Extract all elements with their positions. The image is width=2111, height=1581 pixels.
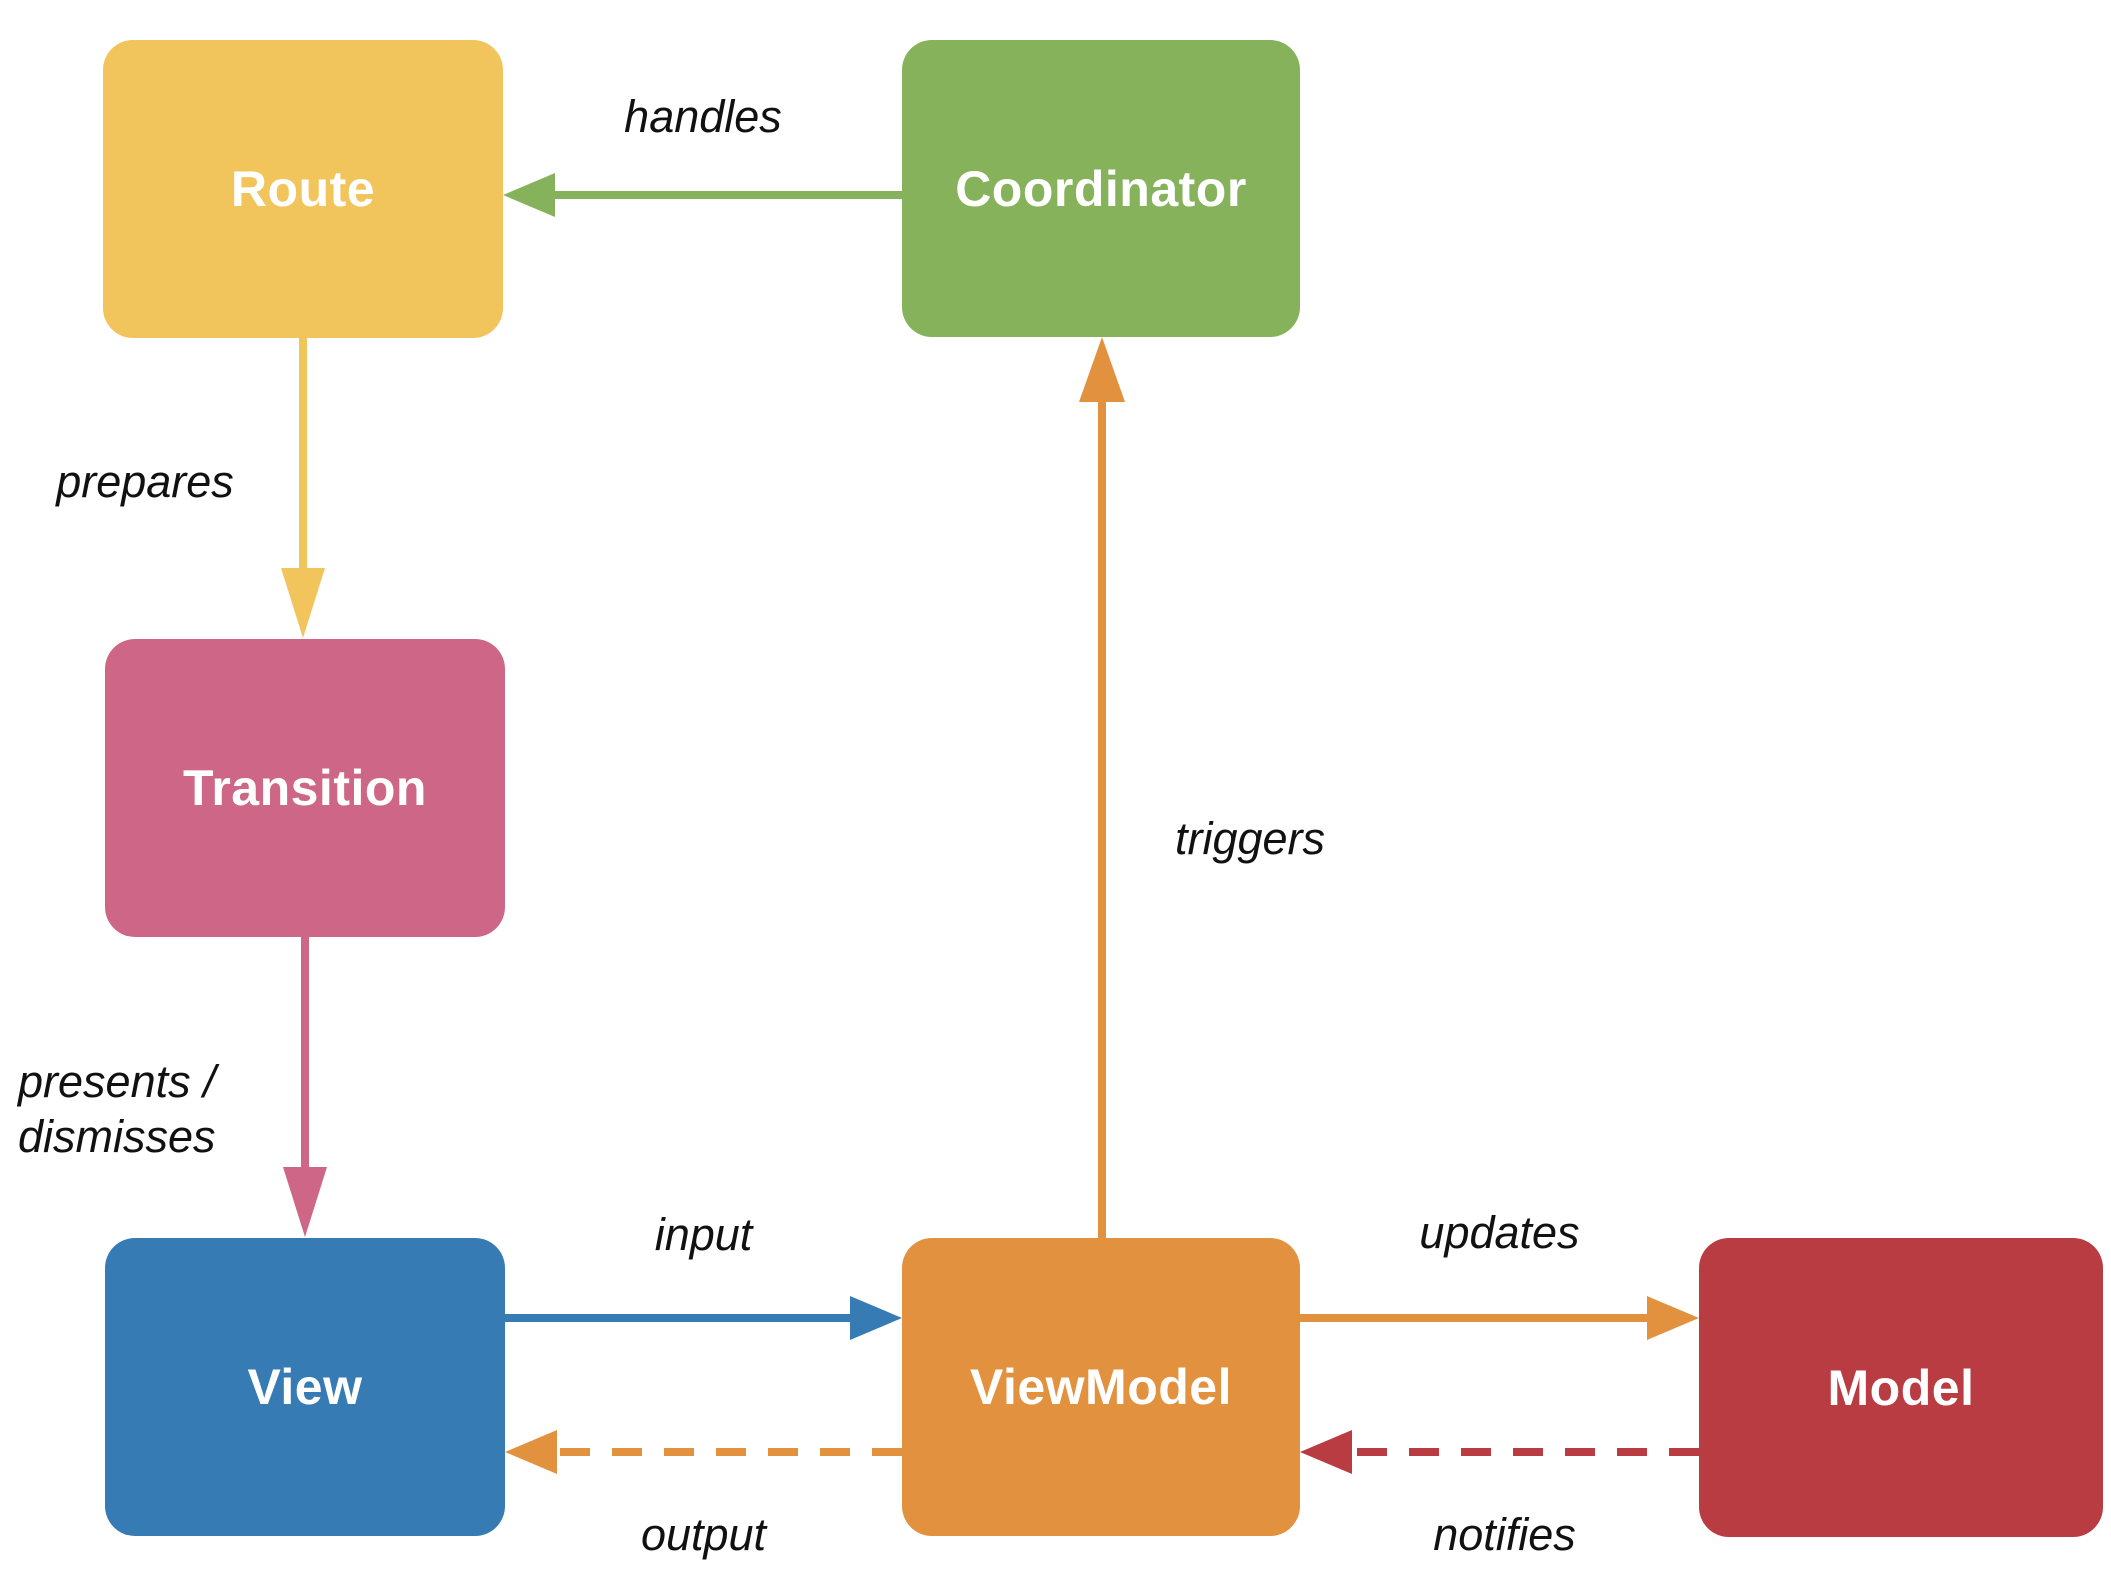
edge-label-triggers: triggers — [1174, 813, 1326, 864]
arrow-input-arrowhead-right-icon — [850, 1296, 902, 1340]
node-route-label: Route — [230, 161, 376, 217]
arrow-prepares-line — [299, 338, 307, 568]
arrow-output-dashed-line — [557, 1448, 902, 1456]
arrow-updates-arrowhead-right-icon — [1647, 1296, 1699, 1340]
node-coordinator: Coordinator — [902, 40, 1300, 337]
node-model: Model — [1699, 1238, 2103, 1537]
node-transition-label: Transition — [183, 760, 427, 816]
arrow-updates-line — [1300, 1314, 1647, 1322]
edge-label-handles: handles — [624, 91, 782, 142]
arrow-triggers-line — [1098, 402, 1106, 1238]
arrow-triggers-arrowhead-up-icon — [1079, 337, 1125, 402]
arrow-handles-arrowhead-left-icon — [503, 173, 555, 217]
arrow-notifies-dashed-line — [1352, 1448, 1699, 1456]
node-coordinator-label: Coordinator — [955, 160, 1247, 217]
edge-label-notifies: notifies — [1433, 1509, 1576, 1560]
node-model-label: Model — [1827, 1359, 1975, 1416]
arrow-handles-line — [553, 191, 902, 199]
arrow-presents-dismisses-arrowhead-down-icon — [283, 1167, 327, 1237]
node-route: Route — [103, 40, 503, 338]
edge-label-presents-dismisses: presents / dismisses — [18, 1056, 216, 1162]
arrow-presents-dismisses-line — [301, 937, 309, 1167]
arrow-notifies-arrowhead-left-icon — [1300, 1430, 1352, 1474]
node-view-label: View — [247, 1359, 363, 1415]
node-viewmodel: ViewModel — [902, 1238, 1300, 1536]
edge-label-prepares: prepares — [56, 456, 234, 507]
node-view: View — [105, 1238, 505, 1536]
arrow-prepares-arrowhead-down-icon — [281, 568, 325, 638]
arrow-output-arrowhead-left-icon — [505, 1430, 557, 1474]
node-transition: Transition — [105, 639, 505, 937]
edge-label-updates: updates — [1419, 1207, 1580, 1258]
edge-label-output: output — [640, 1509, 767, 1560]
node-viewmodel-label: ViewModel — [970, 1359, 1232, 1415]
edge-label-input: input — [654, 1209, 753, 1260]
arrow-input-line — [505, 1314, 850, 1322]
